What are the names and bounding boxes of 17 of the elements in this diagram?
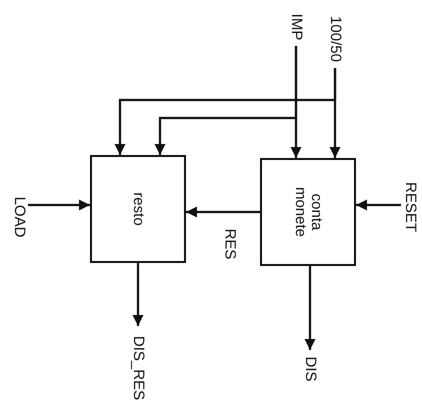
signal-label: 100/50 (327, 16, 343, 62)
signal-label: DIS_RES (130, 336, 146, 400)
signal-label: RESET (402, 182, 418, 232)
arrow (132, 263, 144, 326)
arrow (28, 200, 90, 210)
arrow (186, 206, 260, 218)
arrow (356, 200, 401, 210)
logic-block (90, 155, 186, 263)
signal-label: DIS (302, 356, 318, 382)
arrow (114, 68, 336, 155)
arrow (304, 266, 316, 350)
arrow (154, 46, 298, 155)
block-label: resto (130, 191, 146, 228)
signal-label: IMP (288, 14, 304, 40)
logic-block (260, 158, 356, 266)
block-label: conta monete (292, 186, 324, 240)
signal-label: LOAD (11, 196, 27, 238)
